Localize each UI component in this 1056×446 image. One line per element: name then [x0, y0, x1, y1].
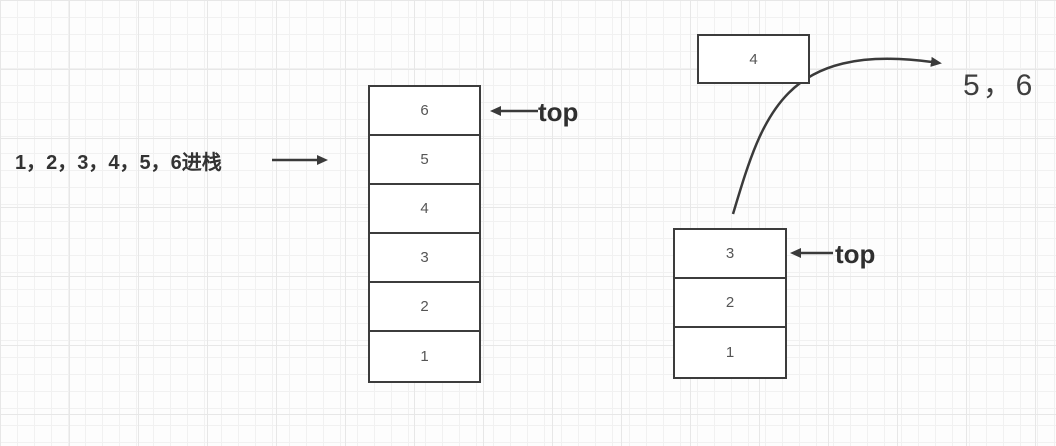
popped-item-box: 4 [697, 34, 810, 84]
stack-cell: 3 [370, 234, 479, 283]
stack-cell: 6 [370, 87, 479, 136]
stack-cell: 2 [370, 283, 479, 332]
stack-cell: 1 [370, 332, 479, 381]
right-top-label: top [835, 239, 876, 269]
popped-item-value: 4 [749, 50, 758, 68]
stack-cell: 3 [675, 230, 785, 279]
stack-cell: 5 [370, 136, 479, 185]
stack-cell: 1 [675, 328, 785, 377]
pop-result-label: 5，6 [963, 69, 1036, 102]
stack-cell: 2 [675, 279, 785, 328]
stack-cell: 4 [370, 185, 479, 234]
push-label: 1，2，3，4，5，6进栈 [15, 152, 222, 174]
left-top-label: top [538, 97, 579, 127]
